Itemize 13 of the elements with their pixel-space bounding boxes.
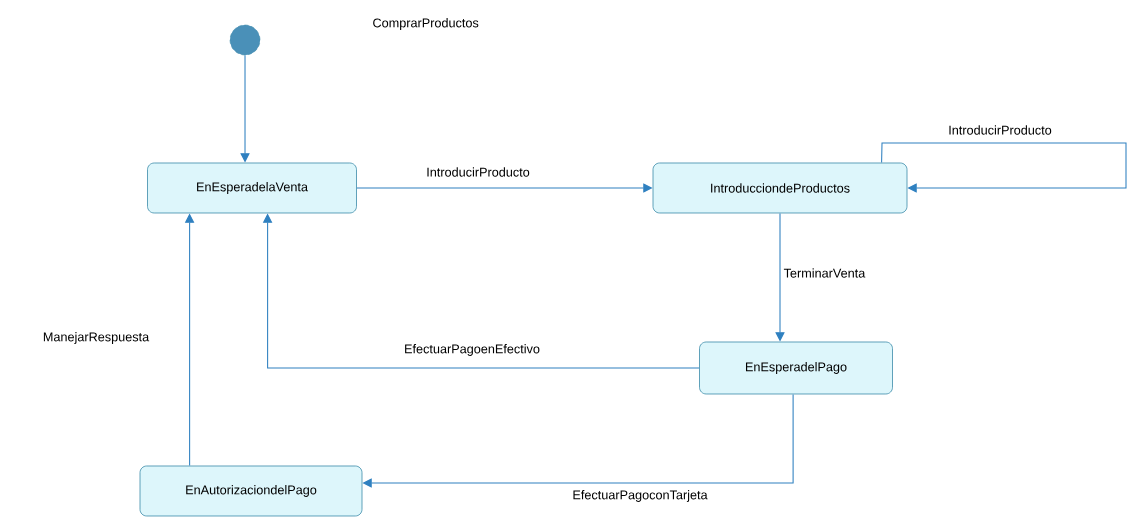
state-box: EnEsperadelPago [699,341,893,395]
edge-label: IntroducirProducto [949,125,1052,135]
diagram-title: ComprarProductos [373,18,479,30]
state-box: IntroducciondeProductos [652,162,908,214]
edge-label: TerminarVenta [783,268,866,278]
edge-label: EfectuarPagoconTarjeta [573,490,708,502]
arrow [881,142,1127,193]
edge-label: EfectuarPagoenEfectivo [405,344,540,356]
state-box: EnAutorizaciondelPago [139,465,363,517]
edge-label: ManejarRespuesta [43,332,150,344]
initial-state-circle [229,24,261,56]
state-box: EnEsperadelaVenta [147,162,357,214]
edge-label: IntroducirProducto [427,167,530,177]
